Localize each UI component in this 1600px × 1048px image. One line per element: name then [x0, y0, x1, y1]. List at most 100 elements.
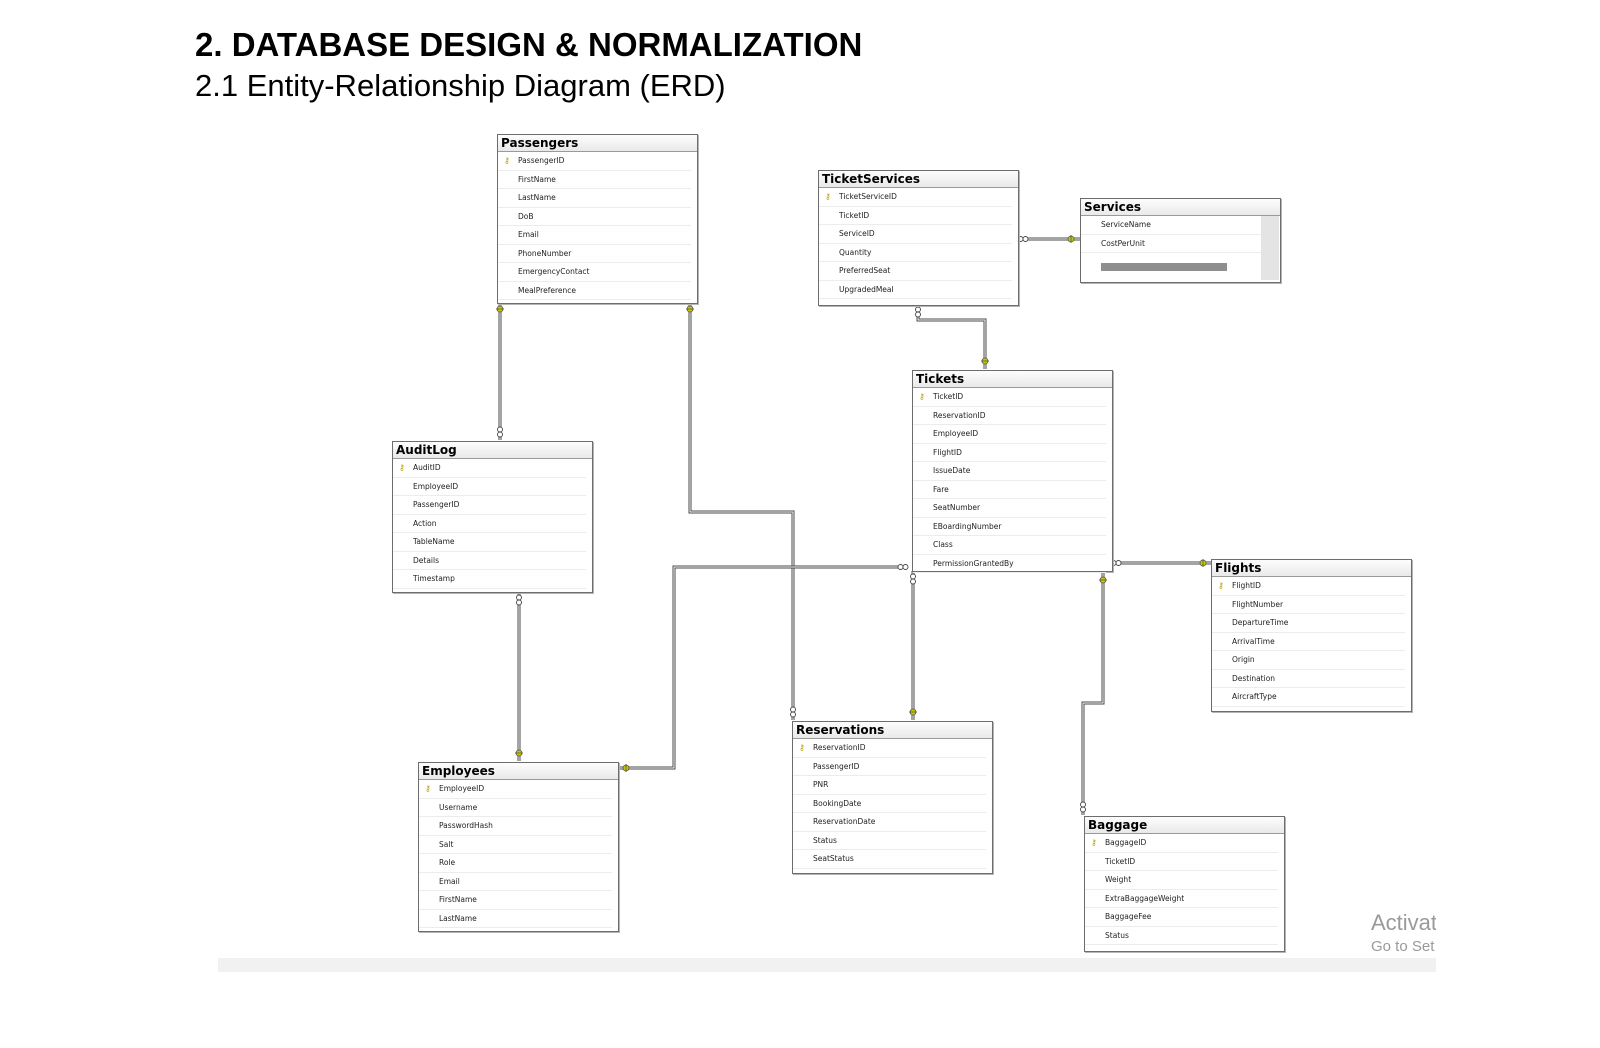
field-row[interactable]: PreferredSeat [819, 262, 1012, 281]
field-row[interactable]: EmployeeID [913, 425, 1106, 444]
field-name: LastName [439, 913, 477, 923]
field-row[interactable]: ⚷ReservationID [793, 739, 986, 758]
horizontal-scrollbar[interactable] [1101, 263, 1227, 271]
field-row[interactable]: Class [913, 536, 1106, 555]
field-row[interactable]: Origin [1212, 651, 1405, 670]
primary-key-icon: ⚷ [425, 784, 431, 793]
field-row[interactable]: ⚷ PassengerID [498, 152, 691, 171]
field-row[interactable]: Action [393, 515, 586, 533]
field-row[interactable]: PermissionGrantedBy [913, 555, 1106, 573]
services-empty-area [1261, 216, 1279, 280]
field-row[interactable]: Destination [1212, 670, 1405, 688]
field-row[interactable]: LastName [498, 189, 691, 208]
field-row[interactable]: Email [419, 873, 612, 891]
field-row[interactable]: ReservationID [913, 407, 1106, 425]
field-row[interactable]: TicketID [1085, 853, 1278, 871]
field-row[interactable]: Username [419, 799, 612, 817]
field-row[interactable]: PNR [793, 776, 986, 795]
field-row[interactable]: ⚷EmployeeID [419, 780, 612, 799]
field-row[interactable]: DepartureTime [1212, 614, 1405, 633]
many-end-infinity-icon [910, 573, 916, 580]
field-row[interactable]: ServiceID [819, 225, 1012, 244]
field-name: Quantity [839, 247, 872, 257]
field-row[interactable]: IssueDate [913, 462, 1106, 481]
field-row[interactable]: FlightID [913, 444, 1106, 462]
field-row[interactable]: PassengerID [393, 496, 586, 515]
field-row[interactable]: ExtraBaggageWeight [1085, 890, 1278, 908]
field-row[interactable]: UpgradedMeal [819, 281, 1012, 299]
many-end-infinity-icon [790, 706, 796, 713]
field-name: Role [439, 858, 456, 867]
field-name: SeatStatus [813, 854, 854, 863]
field-row[interactable]: Status [1085, 927, 1278, 945]
field-row[interactable]: EmployeeID [393, 478, 586, 496]
field-name: ServiceID [839, 229, 875, 238]
field-row[interactable]: Quantity [819, 244, 1012, 262]
field-row[interactable]: BookingDate [793, 795, 986, 813]
field-name: DepartureTime [1232, 618, 1289, 627]
field-name: CostPerUnit [1101, 238, 1145, 248]
primary-key-icon: ⚷ [504, 156, 510, 165]
field-row[interactable]: MealPreference [498, 282, 691, 300]
field-row[interactable]: AircraftType [1212, 688, 1405, 707]
field-row[interactable]: EmergencyContact [498, 263, 691, 282]
field-row[interactable]: Fare [913, 481, 1106, 499]
field-row[interactable]: Email [498, 226, 691, 245]
field-row[interactable]: TableName [393, 533, 586, 552]
field-row[interactable]: ReservationDate [793, 813, 986, 832]
field-row[interactable]: ⚷AuditID [393, 459, 586, 478]
field-row[interactable]: PasswordHash [419, 817, 612, 836]
field-row[interactable]: FirstName [419, 891, 612, 910]
field-name: FirstName [439, 895, 477, 904]
field-name: PassengerID [518, 156, 565, 165]
field-name: Destination [1232, 673, 1276, 683]
field-row[interactable]: Timestamp [393, 570, 586, 589]
field-row[interactable]: FirstName [498, 171, 691, 189]
relationship-connector [618, 566, 908, 769]
field-row[interactable]: TicketID [819, 207, 1012, 225]
field-row[interactable]: ⚷FlightID [1212, 577, 1405, 596]
many-end-infinity-icon [497, 426, 503, 433]
field-row[interactable]: Status [793, 832, 986, 850]
watermark-line2: Go to Set [1371, 938, 1435, 955]
field-row[interactable]: ⚷BaggageID [1085, 834, 1278, 853]
field-name: TicketID [1105, 856, 1136, 866]
field-row[interactable]: FlightNumber [1212, 596, 1405, 614]
field-row[interactable]: Role [419, 854, 612, 873]
field-row[interactable]: EBoardingNumber [913, 518, 1106, 536]
field-row[interactable]: Details [393, 552, 586, 570]
field-row[interactable]: CostPerUnit [1081, 235, 1274, 253]
field-row[interactable]: SeatStatus [793, 850, 986, 869]
field-row[interactable]: SeatNumber [913, 499, 1106, 518]
field-name: ServiceName [1101, 220, 1151, 229]
field-row[interactable]: ArrivalTime [1212, 633, 1405, 651]
field-row[interactable]: Weight [1085, 871, 1278, 890]
field-name: FirstName [518, 174, 556, 184]
field-name: AircraftType [1232, 692, 1277, 701]
field-name: AuditID [413, 463, 441, 472]
field-name: Timestamp [413, 574, 455, 583]
field-row[interactable]: PhoneNumber [498, 245, 691, 263]
field-name: Email [518, 230, 539, 239]
field-row[interactable]: ⚷TicketServiceID [819, 188, 1012, 207]
field-row[interactable]: Salt [419, 836, 612, 854]
field-row[interactable]: DoB [498, 208, 691, 226]
field-row[interactable]: ServiceName [1081, 216, 1274, 235]
field-row[interactable]: ⚷TicketID [913, 388, 1106, 407]
relationship-connector [689, 303, 794, 720]
field-row[interactable]: BaggageFee [1085, 908, 1278, 927]
field-row[interactable]: LastName [419, 910, 612, 928]
entity-title: Tickets [913, 371, 1112, 388]
field-row[interactable]: PassengerID [793, 758, 986, 776]
field-name: Fare [933, 484, 949, 494]
field-name: FlightID [933, 447, 962, 457]
